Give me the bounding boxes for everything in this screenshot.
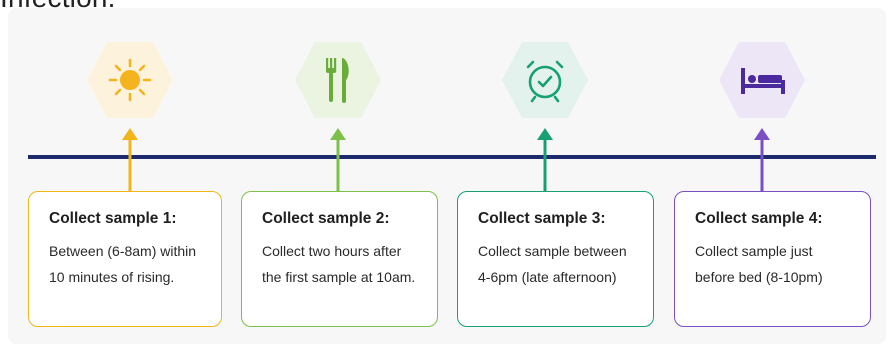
sample-card-4: Collect sample 4: Collect sample just be… <box>674 191 871 327</box>
card-body: Between (6-8am) within 10 minutes of ris… <box>49 243 197 285</box>
card-title: Collect sample 4: <box>695 210 823 227</box>
connector-arrow-2 <box>330 128 346 192</box>
card-title: Collect sample 1: <box>49 210 177 227</box>
connector-arrow-1 <box>122 128 138 192</box>
alarm-clock-icon <box>500 40 590 120</box>
connector-arrow-3 <box>537 128 553 192</box>
sample-card-1: Collect sample 1: Between (6-8am) within… <box>28 191 222 327</box>
card-title: Collect sample 2: <box>262 210 390 227</box>
connector-arrow-4 <box>754 128 770 192</box>
sun-icon <box>85 40 175 120</box>
card-body: Collect sample between 4-6pm (late after… <box>478 243 627 285</box>
sample-card-2: Collect sample 2: Collect two hours afte… <box>241 191 438 327</box>
timeline-line <box>28 155 876 159</box>
card-title: Collect sample 3: <box>478 210 606 227</box>
fork-knife-icon <box>293 40 383 120</box>
card-body: Collect two hours after the first sample… <box>262 243 416 285</box>
card-body: Collect sample just before bed (8-10pm) <box>695 243 823 285</box>
bed-icon <box>717 40 807 120</box>
sample-card-3: Collect sample 3: Collect sample between… <box>457 191 654 327</box>
